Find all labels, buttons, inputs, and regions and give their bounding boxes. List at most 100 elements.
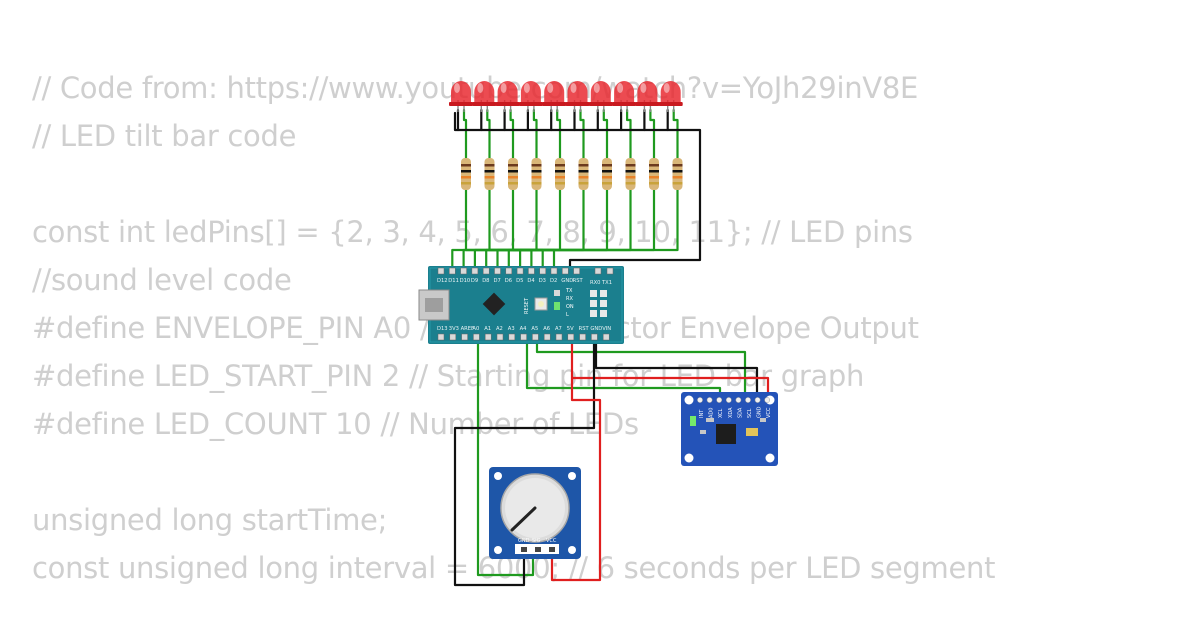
led — [612, 81, 637, 112]
resistor-band — [461, 182, 471, 185]
header-pin — [484, 333, 492, 341]
resistor-band — [508, 170, 518, 173]
led-resistor-wire — [602, 108, 609, 160]
pin-label: A2 — [496, 326, 503, 332]
resistor — [602, 158, 612, 190]
resistor-band — [602, 182, 612, 185]
led-highlight — [593, 83, 600, 93]
mount-hole — [765, 453, 775, 463]
pin-label: D8 — [482, 278, 489, 284]
mount-hole — [568, 546, 576, 554]
resistor-band — [555, 182, 565, 185]
resistor-band — [555, 170, 565, 173]
header-pin — [437, 267, 445, 275]
resistor-band — [461, 164, 471, 167]
header-pin — [496, 333, 504, 341]
resistor-band — [508, 182, 518, 185]
resistor-band — [602, 176, 612, 179]
led-body — [660, 81, 681, 104]
pin-label: GND — [590, 326, 602, 332]
resistor-band — [672, 164, 683, 167]
pin-label: RST — [573, 278, 584, 284]
pin-label: 3V3 — [449, 326, 459, 332]
resistor-band — [531, 170, 542, 173]
sensor-pin-label: INT — [699, 409, 705, 418]
resistor — [649, 158, 659, 190]
icsp-pin — [600, 300, 607, 307]
wires — [451, 108, 770, 587]
tx-led — [554, 290, 560, 296]
led-rim — [472, 102, 497, 106]
led-rim — [449, 102, 473, 106]
mount-hole — [494, 472, 502, 480]
led — [542, 81, 567, 112]
led — [472, 81, 497, 112]
led-highlight — [640, 83, 647, 93]
smd-part — [700, 430, 706, 434]
pin-label: D11 — [448, 278, 459, 284]
sensor-sda-wire — [535, 338, 747, 402]
header-pin — [520, 333, 527, 341]
led-rim — [542, 102, 567, 106]
led-highlight — [663, 83, 670, 93]
sensor-pin — [745, 397, 751, 403]
led-highlight — [570, 83, 577, 93]
header-pin — [594, 267, 602, 275]
resistor-band — [649, 164, 659, 167]
pin-label: VIN — [602, 326, 611, 332]
code-line: // LED tilt bar code — [32, 119, 297, 153]
sensor-led — [690, 416, 696, 426]
led-highlight — [477, 83, 484, 93]
pin-label: AREF — [461, 326, 474, 332]
pot-ground-wire — [453, 338, 596, 587]
header-pin — [461, 333, 468, 341]
pin-label: TX1 — [601, 280, 612, 286]
resistor-pin-wire — [451, 188, 679, 274]
pin-label: 5V — [567, 326, 574, 332]
usb-port — [425, 298, 443, 312]
sensor-ground-wire — [594, 338, 759, 402]
header-pin — [460, 267, 467, 275]
sensor-pin-label: SCL — [747, 408, 753, 418]
resistor-band — [625, 176, 636, 179]
led-resistor-wire — [672, 108, 679, 160]
resistor — [461, 158, 471, 190]
code-line: unsigned long startTime; — [32, 503, 388, 537]
led-body — [451, 81, 471, 104]
header-pin — [550, 267, 558, 275]
side-label: L — [566, 312, 569, 318]
resistor-band — [649, 176, 659, 179]
led-highlight — [500, 83, 507, 93]
header-pin — [471, 267, 479, 275]
smd-part — [760, 418, 766, 422]
pin-label: A7 — [555, 326, 562, 332]
pot-pin — [521, 547, 527, 552]
pot-power-wire — [550, 376, 602, 582]
sensor-power-wire — [570, 338, 770, 402]
icsp-pin — [590, 290, 597, 297]
led — [565, 81, 590, 112]
resistor — [531, 158, 542, 190]
reset-button-cap — [538, 301, 544, 307]
power-led — [554, 302, 560, 310]
led-resistor-wire — [556, 108, 562, 160]
header-pin — [579, 333, 586, 341]
resistor — [508, 158, 518, 190]
resistor — [672, 158, 683, 190]
resistor-pin-wire — [507, 188, 562, 274]
header-pin — [437, 333, 445, 341]
sensor-pin-label: SDA — [737, 407, 743, 418]
led-body — [520, 81, 541, 104]
pin-label: D5 — [516, 278, 523, 284]
pin-label: RST — [579, 326, 590, 332]
side-label: RX — [566, 296, 573, 302]
pin-label: D4 — [527, 278, 535, 284]
pot-pin-label: SIG — [532, 538, 541, 544]
sensor-pin — [706, 397, 713, 403]
resistor-band — [531, 164, 542, 167]
resistor-band — [461, 176, 471, 179]
led — [449, 81, 473, 112]
